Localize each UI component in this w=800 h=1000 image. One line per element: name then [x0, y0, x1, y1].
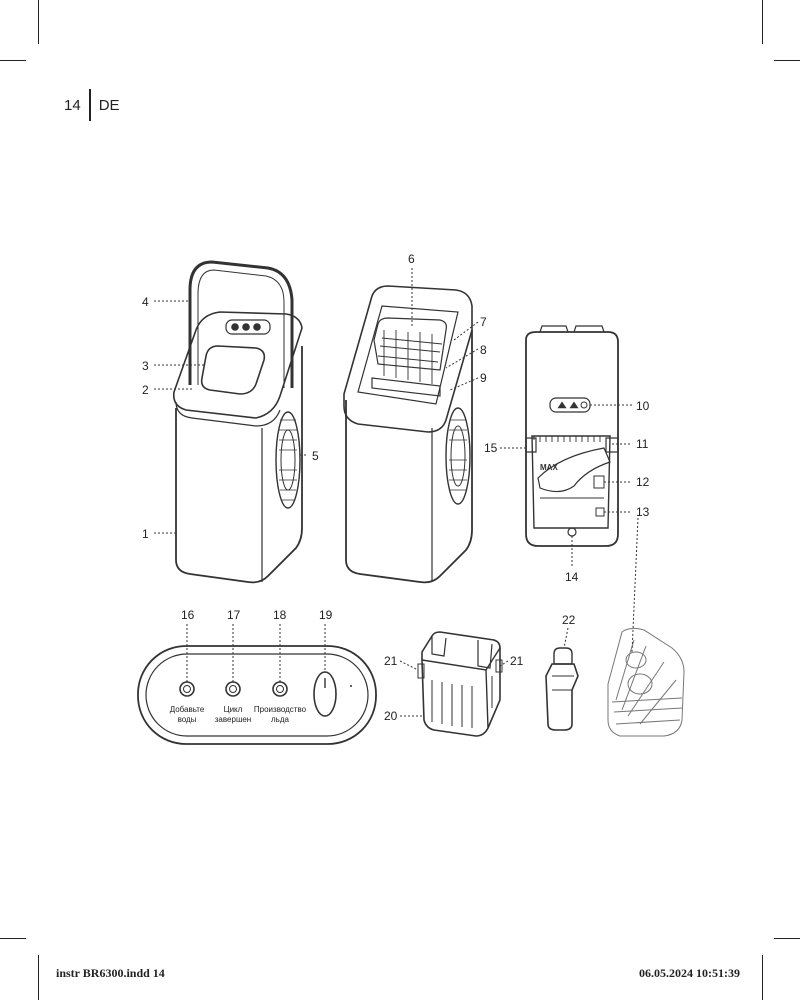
panel-button-16: [179, 681, 195, 697]
callout-7: 7: [480, 315, 487, 329]
header-separator: [88, 89, 91, 121]
leader-lines: [154, 268, 639, 717]
crop-mark-bottom-left-h: [0, 938, 26, 939]
drain-detail-sketch: [607, 627, 685, 737]
side-vent-front: [275, 411, 301, 509]
footer-timestamp: 06.05.2024 10:51:39: [639, 966, 740, 980]
power-button: [313, 671, 337, 717]
lid: [172, 311, 303, 419]
callout-1: 1: [142, 527, 149, 541]
callout-5: 5: [312, 449, 319, 463]
control-panel-diagram: Добавьте воды Цикл завершен Производство…: [137, 645, 377, 745]
page-language: DE: [98, 96, 120, 114]
page-number: 14: [64, 96, 81, 114]
control-panel-outer: [137, 645, 377, 745]
callout-20: 20: [384, 709, 398, 723]
callout-labels: 1 2 3 4 5 6 7 8 9 10 11 12 13 14 15 16 1…: [142, 252, 650, 723]
callout-13: 13: [636, 505, 650, 519]
crop-mark-bottom-right-h: [774, 938, 800, 939]
button-16-label-2: воды: [178, 715, 197, 724]
ice-maker-front-view: [172, 260, 303, 584]
open-top-rim: [343, 285, 473, 433]
callout-16: 16: [181, 608, 195, 622]
crop-mark-top-right-h: [774, 60, 800, 61]
callout-4: 4: [142, 295, 149, 309]
callout-2: 2: [142, 383, 149, 397]
callout-6: 6: [408, 252, 415, 266]
callout-18: 18: [273, 608, 287, 622]
callout-14: 14: [565, 570, 579, 584]
front-body: [175, 346, 303, 584]
crop-mark-bottom-left-v: [38, 955, 39, 1000]
ice-tray-inside: [373, 317, 447, 371]
crop-mark-top-left-v: [38, 0, 39, 44]
button-16-label-1: Добавьте: [170, 705, 205, 714]
callout-15: 15: [484, 441, 498, 455]
button-17-label-1: Цикл: [224, 705, 243, 714]
button-18-label-1: Производство: [254, 705, 307, 714]
footer-file-name: instr BR6300.indd 14: [56, 966, 165, 980]
button-17-label-2: завершен: [215, 715, 251, 724]
crop-mark-top-right-v: [762, 0, 763, 44]
callout-10: 10: [636, 399, 650, 413]
callout-19: 19: [319, 608, 333, 622]
carry-handle: [188, 260, 294, 388]
crop-mark-bottom-right-v: [762, 955, 763, 1000]
ice-scoop: [545, 647, 579, 731]
callout-9: 9: [480, 371, 487, 385]
button-18-label-2: льда: [271, 715, 290, 724]
callout-21-right: 21: [510, 654, 524, 668]
ice-maker-back-view: MAX: [525, 325, 619, 547]
callout-12: 12: [636, 475, 650, 489]
max-label: MAX: [540, 463, 558, 472]
callout-3: 3: [142, 359, 149, 373]
crop-mark-top-left-h: [0, 60, 26, 61]
lid-window: [200, 345, 266, 395]
open-body: [345, 330, 473, 584]
control-panel-inner: [145, 653, 369, 737]
rear-control-strip: [549, 397, 591, 413]
back-body: [525, 331, 619, 547]
callout-21-left: 21: [384, 654, 398, 668]
callout-8: 8: [480, 343, 487, 357]
panel-button-17: [225, 681, 241, 697]
callout-17: 17: [227, 608, 241, 622]
page-header: 14 DE: [64, 88, 120, 122]
callout-11: 11: [636, 437, 649, 451]
ice-maker-open-view: [343, 285, 473, 584]
callout-22: 22: [562, 613, 576, 627]
water-reservoir: [531, 435, 611, 529]
ice-basket: [417, 631, 503, 737]
panel-button-18: [272, 681, 288, 697]
